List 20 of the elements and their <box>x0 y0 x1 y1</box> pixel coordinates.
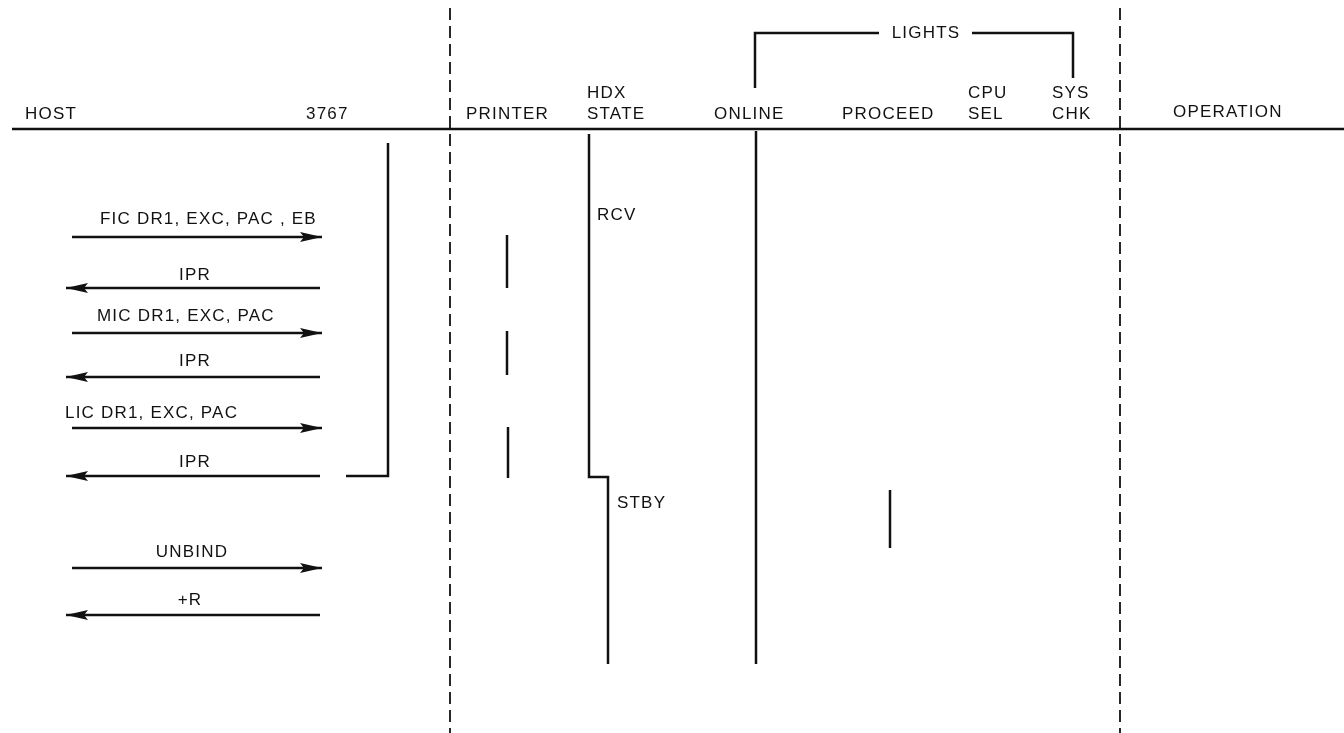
bracket-label: LIGHTS <box>891 22 961 43</box>
message-label: IPR <box>179 350 211 371</box>
column-header: SYS CHK <box>1052 82 1093 124</box>
message-label: IPR <box>179 451 211 472</box>
column-header: HOST <box>25 103 78 124</box>
message-label: LIC DR1, EXC, PAC <box>65 402 239 423</box>
state-label: RCV <box>597 204 637 225</box>
column-header: PRINTER <box>466 103 550 124</box>
message-label: UNBIND <box>155 541 229 562</box>
message-label: MIC DR1, EXC, PAC <box>97 305 275 326</box>
column-header: PROCEED <box>842 103 935 124</box>
message-label: FIC DR1, EXC, PAC , EB <box>100 208 317 229</box>
message-label: +R <box>177 589 203 610</box>
state-label: STBY <box>617 492 667 513</box>
column-header: HDX STATE <box>587 82 647 124</box>
column-header: OPERATION <box>1173 101 1283 122</box>
column-header: ONLINE <box>714 103 785 124</box>
column-header: CPU SEL <box>968 82 1009 124</box>
column-header: 3767 <box>306 103 349 124</box>
message-label: IPR <box>179 264 211 285</box>
